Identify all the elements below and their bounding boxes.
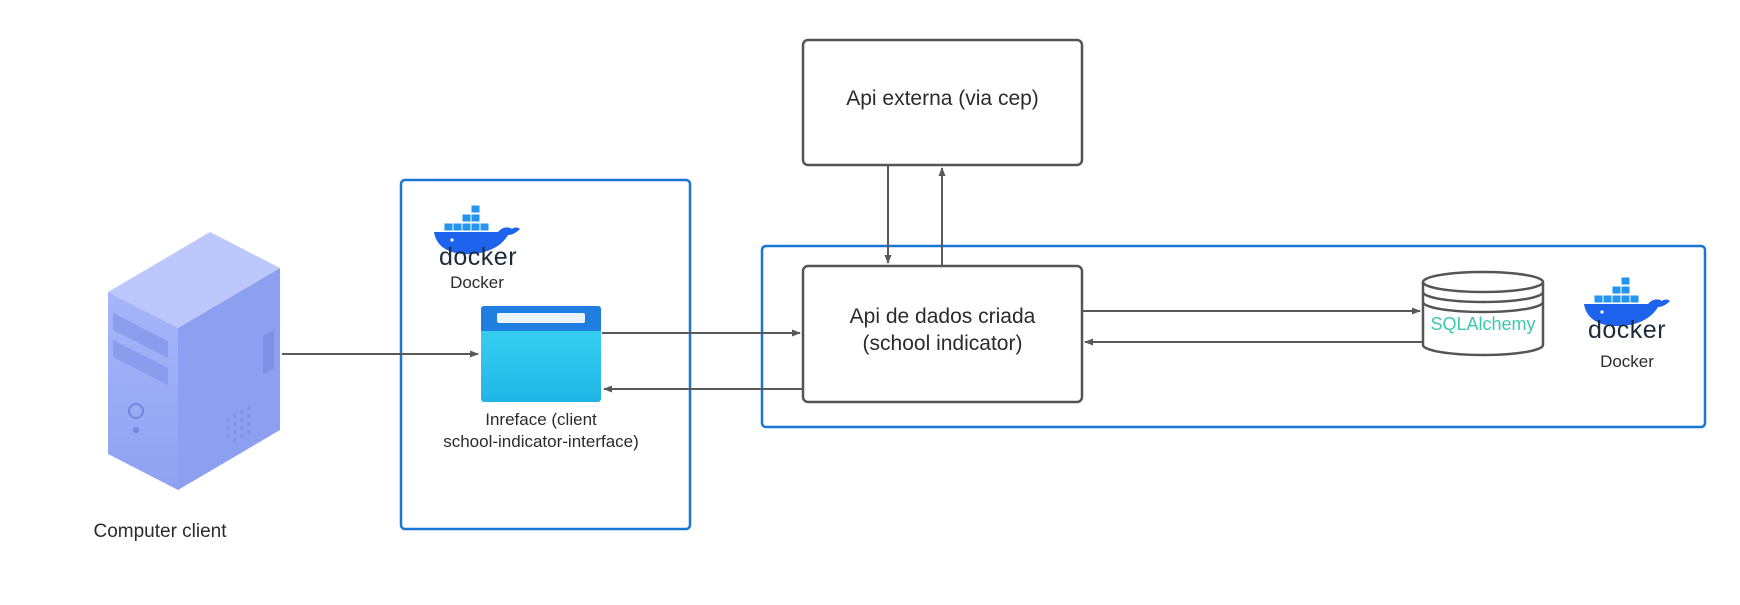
computer-client-label: Computer client [93,521,227,542]
school-indicator-api-label-line2: (school indicator) [862,332,1023,355]
database-icon [1421,270,1545,357]
external-api-box [801,38,1084,167]
docker-logo-text: docker [1588,316,1667,344]
api-docker-container [760,244,1707,429]
interface-docker-label: Docker [450,273,504,292]
sqlalchemy-label: SQLAlchemy [1430,314,1536,334]
docker-logo-text: docker [439,243,518,271]
docker-icon [434,204,520,255]
app-window-icon [481,306,601,402]
api-docker-label: Docker [1600,352,1654,371]
docker-icon [1584,276,1670,327]
interface-label-line1: Inreface (client [485,410,597,429]
external-api-label: Api externa (via cep) [846,87,1039,110]
interface-label-line2: school-indicator-interface) [443,432,639,451]
school-indicator-api-label-line1: Api de dados criada [849,305,1036,328]
server-icon [108,232,280,490]
